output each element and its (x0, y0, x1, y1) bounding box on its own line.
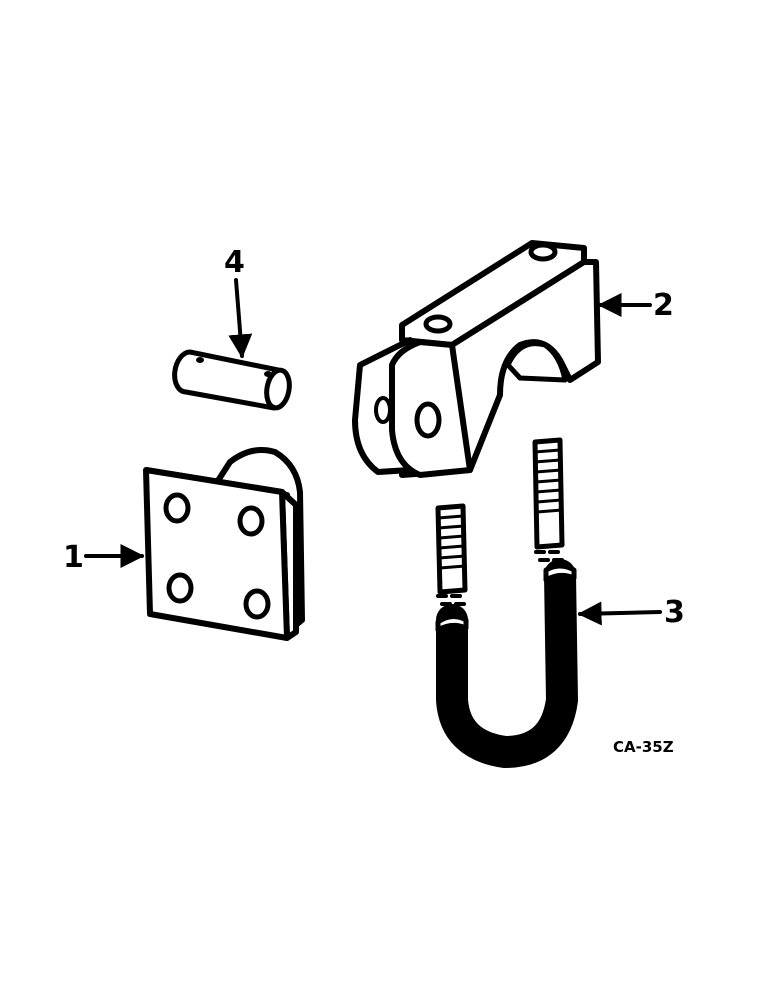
callout-1-label: 1 (63, 540, 84, 575)
clevis-bracket-part (352, 240, 601, 478)
callout-3: 3 (577, 595, 685, 630)
callout-4: 4 (224, 245, 253, 359)
u-bolt-part (435, 437, 578, 768)
mounting-plate-part (143, 447, 305, 641)
drawing-code: CA-35Z (613, 738, 674, 756)
pin-part (172, 349, 292, 411)
callout-3-label: 3 (664, 595, 685, 630)
callout-2-label: 2 (653, 288, 674, 323)
callout-4-label: 4 (224, 245, 245, 280)
callout-2: 2 (597, 288, 674, 323)
callout-1: 1 (63, 540, 145, 575)
